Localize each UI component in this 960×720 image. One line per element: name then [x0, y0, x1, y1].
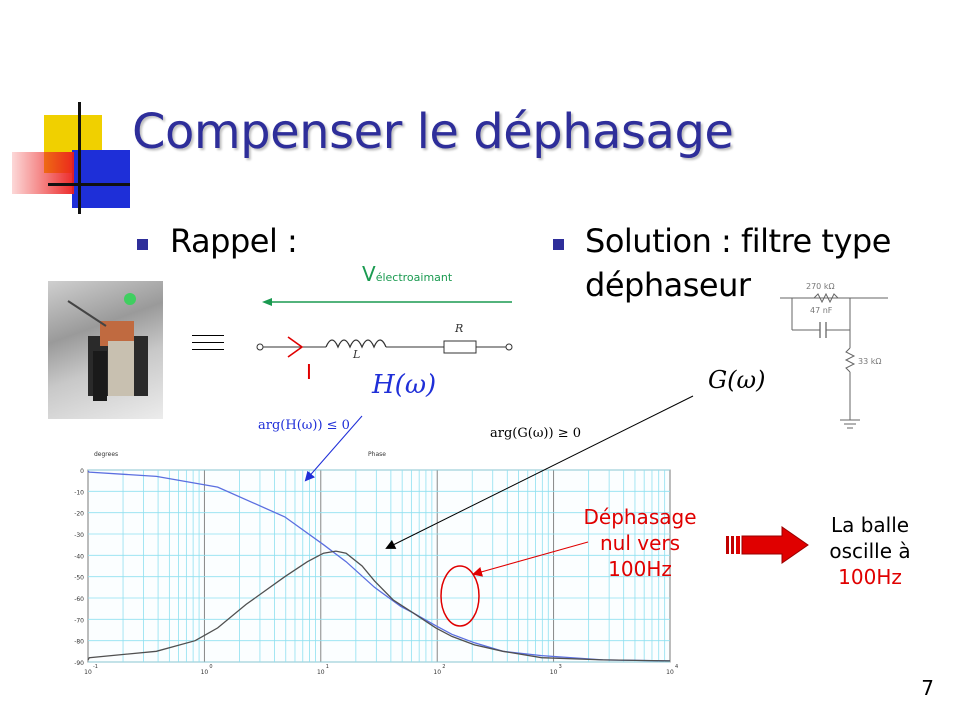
arrow-to-crossing: [472, 541, 589, 577]
y-tick-label: -60: [74, 596, 84, 603]
x-tick-label: 10: [84, 669, 92, 676]
y-tick-label: -50: [74, 575, 84, 582]
x-tick-label: 10: [433, 669, 441, 676]
balle-line1: La balle: [830, 513, 910, 537]
x-tick-label: 10: [201, 669, 209, 676]
voltage-arrow: [262, 298, 512, 306]
x-tick-label: 10: [317, 669, 325, 676]
slide-number: 7: [921, 676, 934, 700]
filter-r1-label: 270 kΩ: [806, 282, 835, 291]
balle-note: La balle oscille à 100Hz: [800, 512, 940, 590]
x-tick-exponent: 4: [675, 664, 678, 670]
dephasage-note: Déphasage nul vers 100Hz: [575, 504, 705, 582]
x-tick-exponent: 0: [209, 664, 212, 670]
dephasage-line3: 100Hz: [608, 557, 672, 581]
y-tick-label: -20: [74, 511, 84, 518]
series-line-1: [87, 470, 671, 662]
electromagnet-photo: [48, 281, 163, 419]
inductor-label: L: [353, 348, 361, 361]
x-tick-exponent: 3: [559, 664, 562, 670]
decor-line-vertical: [78, 102, 81, 214]
y-tick-label: -30: [74, 532, 84, 539]
equivalence-symbol: [192, 333, 224, 353]
y-tick-label: -90: [74, 660, 84, 667]
dephasage-line1: Déphasage: [583, 505, 697, 529]
decor-line-horizontal: [48, 183, 130, 186]
y-axis-label: degrees: [94, 451, 118, 458]
balle-line3: 100Hz: [838, 565, 902, 589]
phase-filter-circuit: [780, 292, 888, 429]
balle-line2: oscille à: [829, 539, 911, 563]
y-tick-label: -40: [74, 553, 84, 560]
x-tick-exponent: -1: [93, 664, 98, 670]
x-tick-exponent: 1: [326, 664, 329, 670]
decor-square-red: [12, 152, 74, 194]
bullet-rappel: Rappel :: [170, 222, 298, 260]
voltage-label: Vélectroaimant: [362, 262, 453, 286]
arrow-to-h-curve: [304, 415, 363, 482]
arrow-to-g-curve: [385, 395, 694, 549]
plot-title: Phase: [368, 451, 386, 458]
x-tick-exponent: 2: [442, 664, 445, 670]
y-tick-label: -80: [74, 639, 84, 646]
series-line-2: [87, 550, 671, 662]
x-tick-label: 10: [666, 669, 674, 676]
bullet-marker-right: [553, 239, 564, 250]
slide-title: Compenser le déphasage: [132, 104, 734, 160]
dephasage-line2: nul vers: [599, 531, 681, 555]
y-tick-label: -10: [74, 489, 84, 496]
arg-h-annotation: arg(H(ω)) ≤ 0: [258, 418, 350, 433]
x-tick-label: 10: [550, 669, 558, 676]
plot-frame: [87, 469, 671, 663]
transfer-h-label: H(ω): [372, 370, 437, 400]
bullet-solution-line1: Solution : filtre type: [585, 222, 891, 260]
result-arrow: [726, 526, 809, 564]
y-tick-label: -70: [74, 617, 84, 624]
filter-c-label: 47 nF: [810, 306, 833, 315]
decor-square-blue: [72, 150, 130, 208]
y-tick-label: 0: [80, 468, 84, 475]
transfer-g-label: G(ω): [708, 366, 766, 394]
resistor-label: R: [455, 322, 464, 335]
bullet-solution-line2: déphaseur: [585, 266, 751, 304]
bullet-marker-left: [137, 239, 148, 250]
rl-circuit: [256, 336, 513, 358]
arg-g-annotation: arg(G(ω)) ≥ 0: [490, 426, 581, 441]
crossing-circle: [440, 565, 480, 627]
current-label: I: [306, 360, 312, 384]
filter-r2-label: 33 kΩ: [858, 357, 882, 366]
